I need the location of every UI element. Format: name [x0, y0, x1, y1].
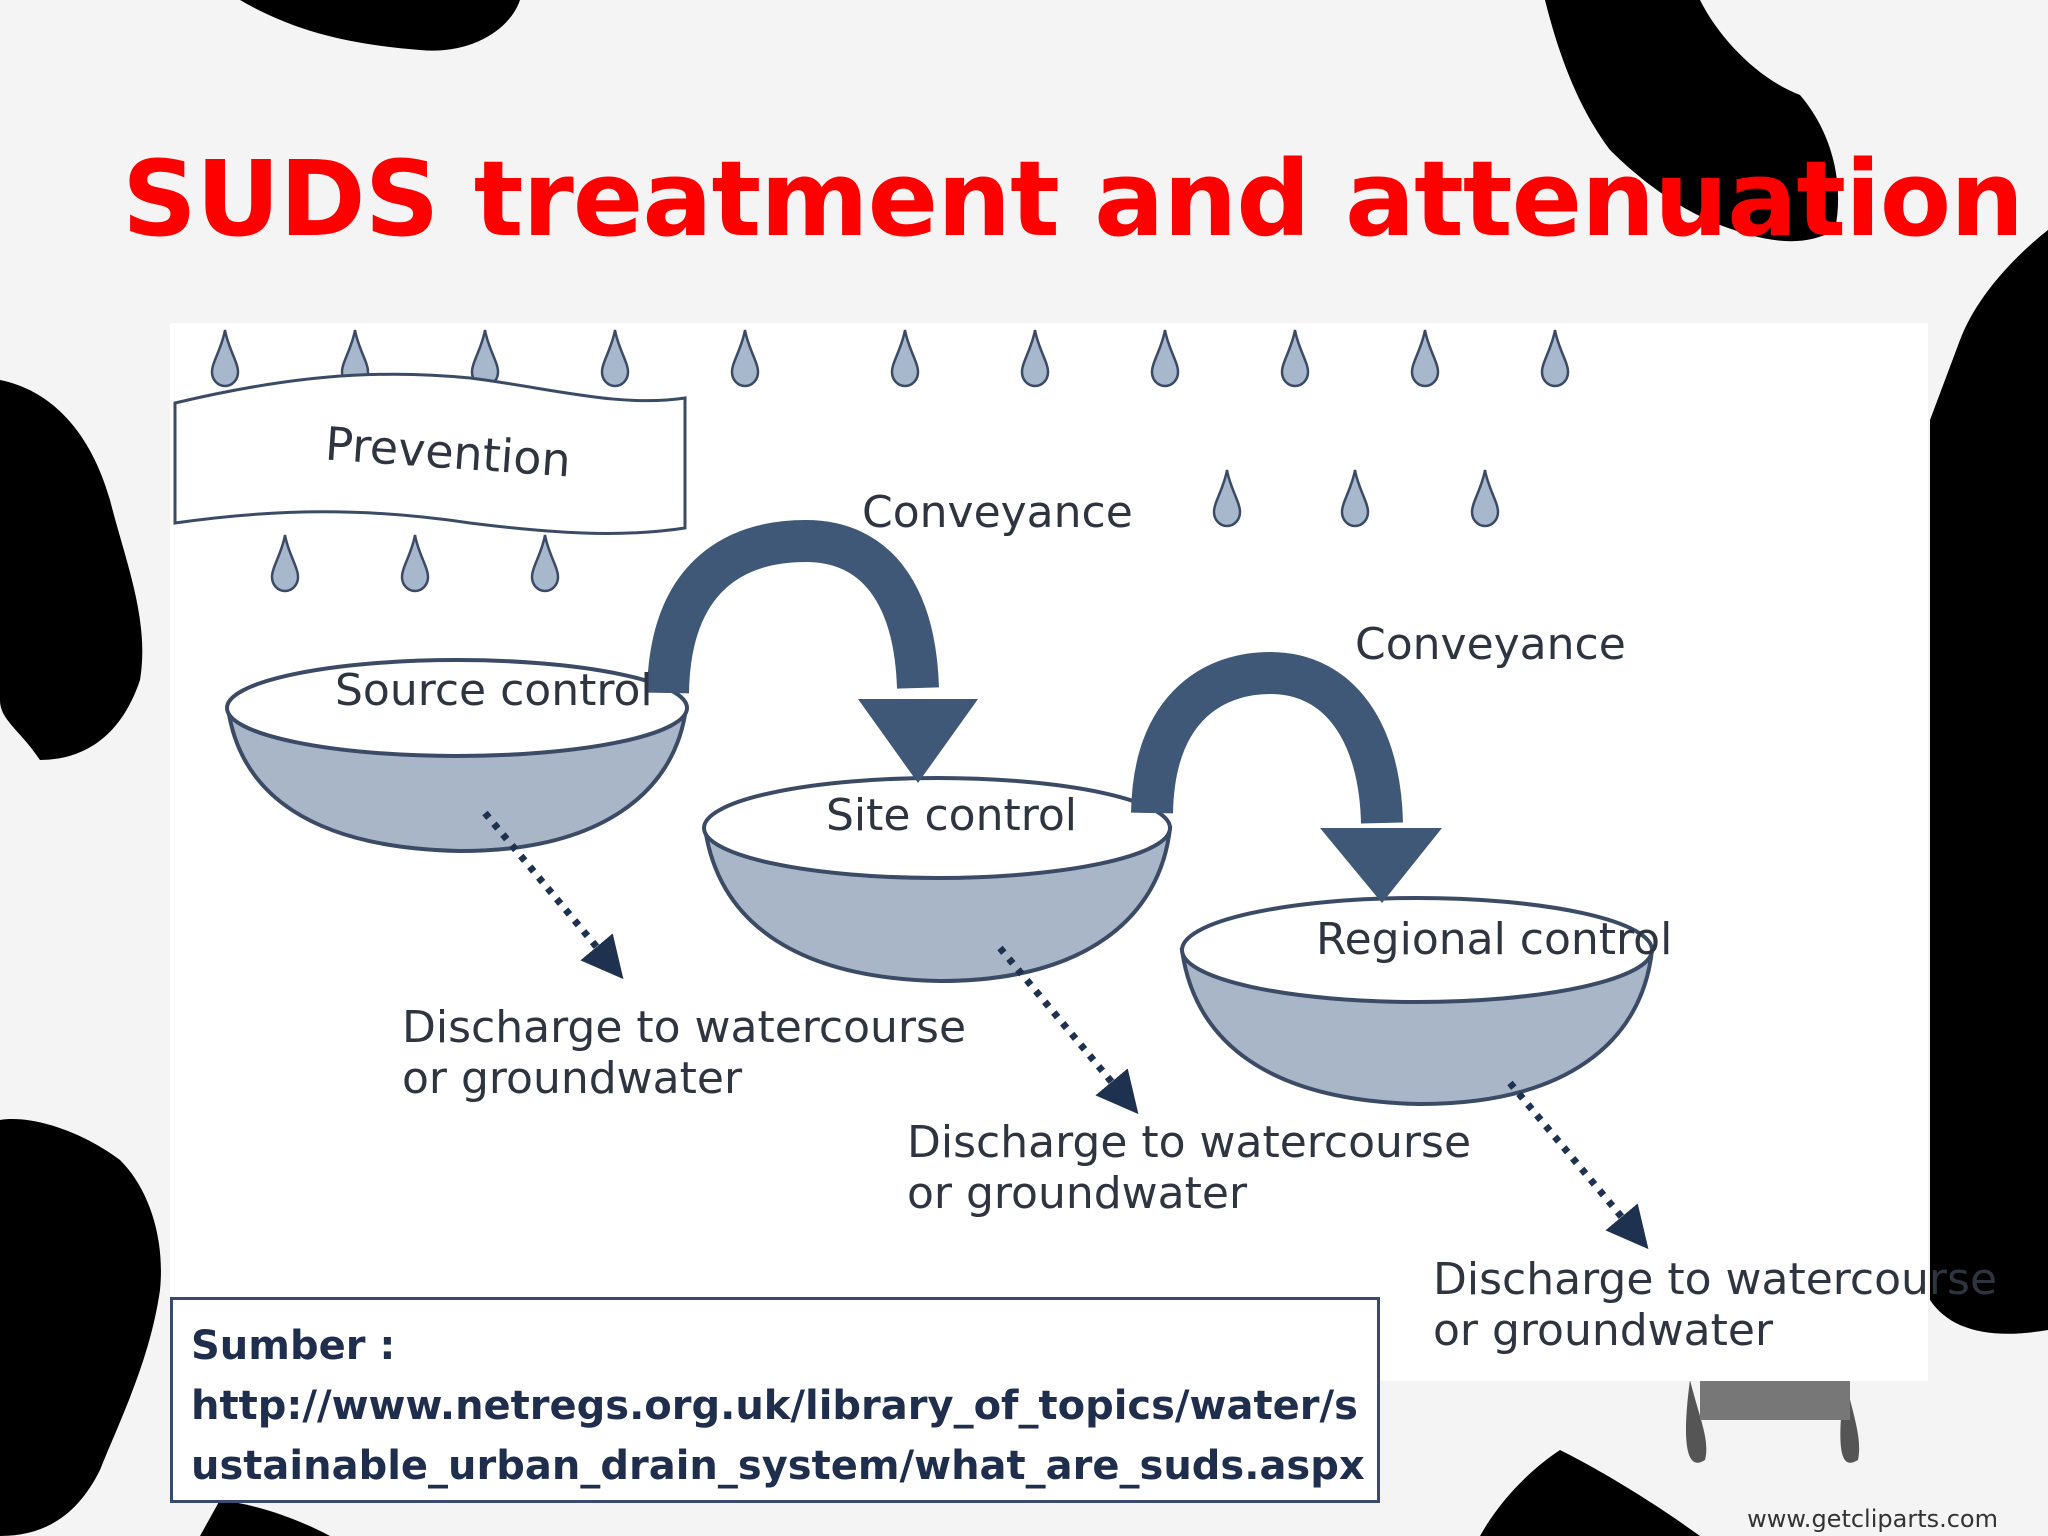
- discharge-label-1: Discharge to watercourse or groundwater: [402, 1002, 967, 1104]
- discharge-label-1-line2: or groundwater: [402, 1052, 743, 1104]
- suds-diagram-graphic: [173, 328, 1655, 1250]
- source-control-bowl: [225, 658, 689, 854]
- source-url-line-2[interactable]: ustainable_urban_drain_system/what_are_s…: [191, 1443, 1365, 1489]
- rain-drops-prevention: [270, 533, 560, 593]
- discharge-label-2-line2: or groundwater: [907, 1167, 1248, 1219]
- discharge-label-2: Discharge to watercourse or groundwater: [907, 1117, 1472, 1219]
- rain-drops-right: [1212, 468, 1500, 528]
- image-credit: www.getcliparts.com: [1747, 1505, 1998, 1533]
- suds-diagram: Prevention Conveyance Conveyance Source …: [170, 323, 1997, 1381]
- discharge-arrow-2: [997, 945, 1139, 1115]
- conveyance-label-2: Conveyance: [1355, 619, 1626, 670]
- source-heading: Sumber :: [191, 1323, 396, 1369]
- site-control-label: Site control: [826, 790, 1077, 841]
- conveyance-arrow-1: [647, 519, 978, 783]
- site-control-bowl: [702, 776, 1173, 984]
- source-control-label: Source control: [335, 665, 653, 716]
- prevention-banner: [173, 372, 687, 535]
- regional-control-bowl: [1179, 896, 1655, 1107]
- discharge-label-2-line1: Discharge to watercourse: [907, 1117, 1472, 1168]
- discharge-arrow-3: [1507, 1080, 1649, 1250]
- discharge-label-3-line2: or groundwater: [1433, 1304, 1774, 1356]
- discharge-label-3-line1: Discharge to watercourse: [1433, 1254, 1998, 1305]
- cow-clipart-icon: [1685, 1380, 1860, 1463]
- discharge-label-1-line1: Discharge to watercourse: [402, 1002, 967, 1053]
- discharge-label-3: Discharge to watercourse or groundwater: [1433, 1254, 1998, 1356]
- conveyance-label-1: Conveyance: [862, 487, 1133, 538]
- source-url-line-1[interactable]: http://www.netregs.org.uk/library_of_top…: [191, 1383, 1358, 1429]
- conveyance-arrow-2: [1131, 651, 1442, 903]
- source-citation-box: Sumber : http://www.netregs.org.uk/libra…: [170, 1297, 1380, 1503]
- regional-control-label: Regional control: [1316, 914, 1673, 965]
- discharge-arrow-1: [482, 810, 624, 980]
- slide-title: SUDS treatment and attenuation: [122, 138, 2024, 260]
